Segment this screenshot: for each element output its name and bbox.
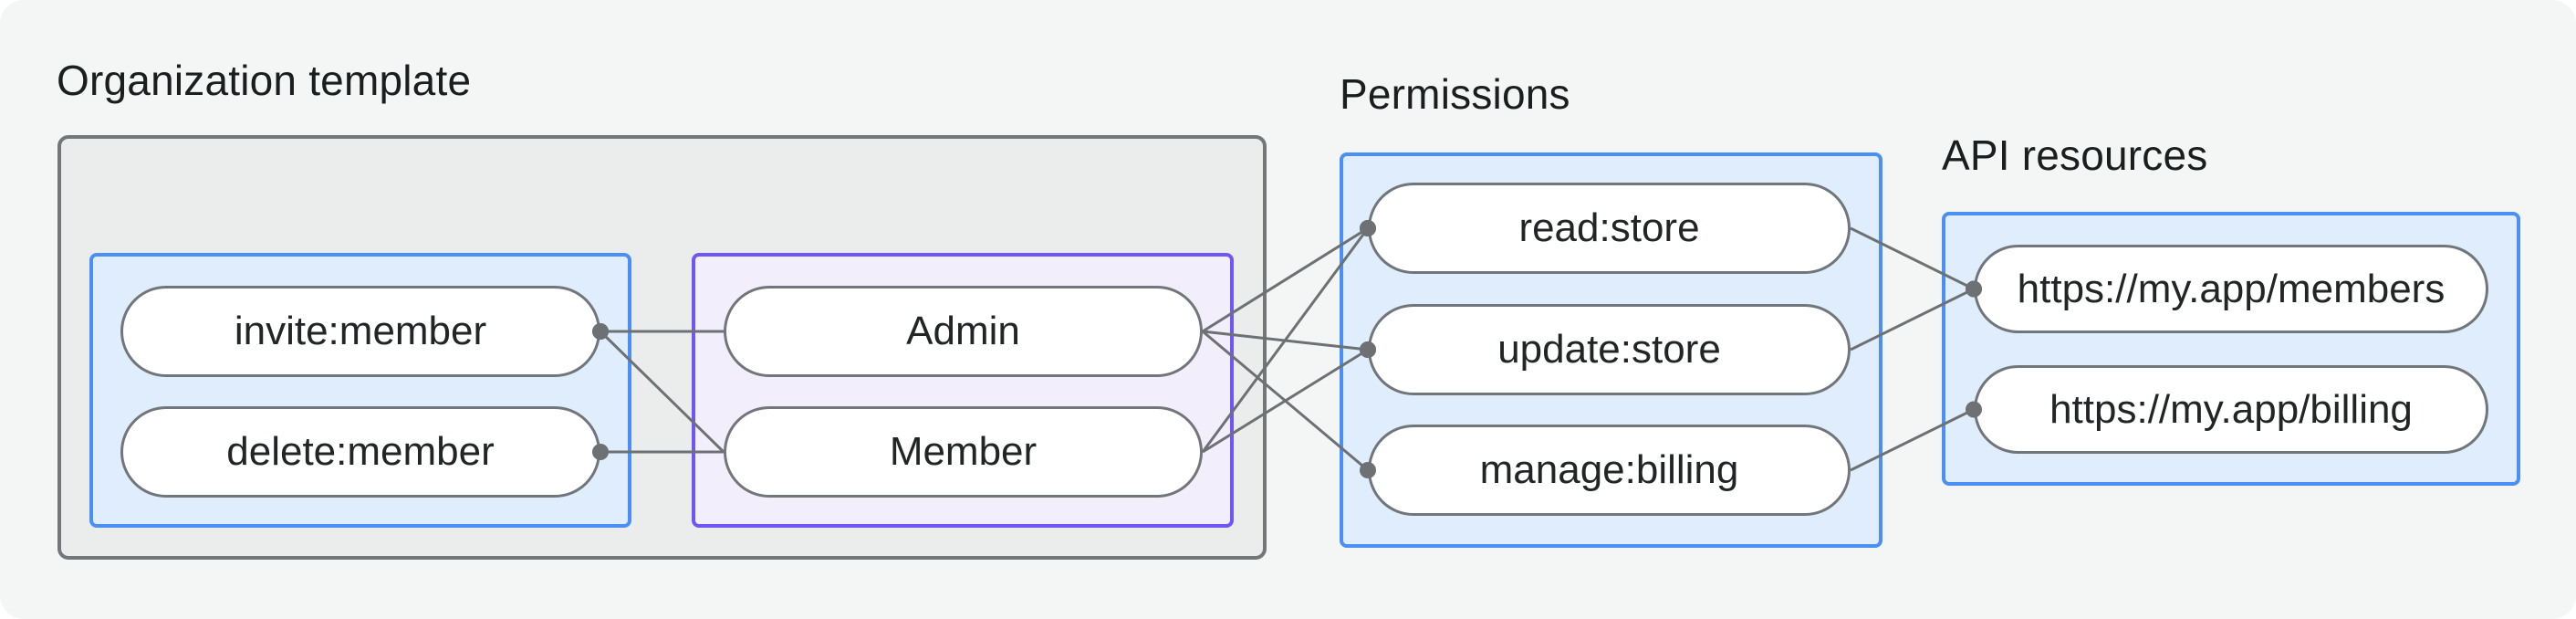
node-api-members-url: https://my.app/members <box>1974 245 2488 333</box>
org-template-label: Organization template <box>57 57 472 104</box>
permissions-label: Permissions <box>1340 70 1570 118</box>
node-delete-member: delete:member <box>120 406 600 498</box>
node-invite-member: invite:member <box>120 286 600 377</box>
node-api-billing-url: https://my.app/billing <box>1974 365 2488 454</box>
api-resources-label: API resources <box>1942 131 2208 179</box>
node-admin-role: Admin <box>724 286 1203 377</box>
node-read-store: read:store <box>1368 183 1851 274</box>
node-manage-billing: manage:billing <box>1368 425 1851 516</box>
node-member-role: Member <box>724 406 1203 498</box>
node-update-store: update:store <box>1368 304 1851 395</box>
